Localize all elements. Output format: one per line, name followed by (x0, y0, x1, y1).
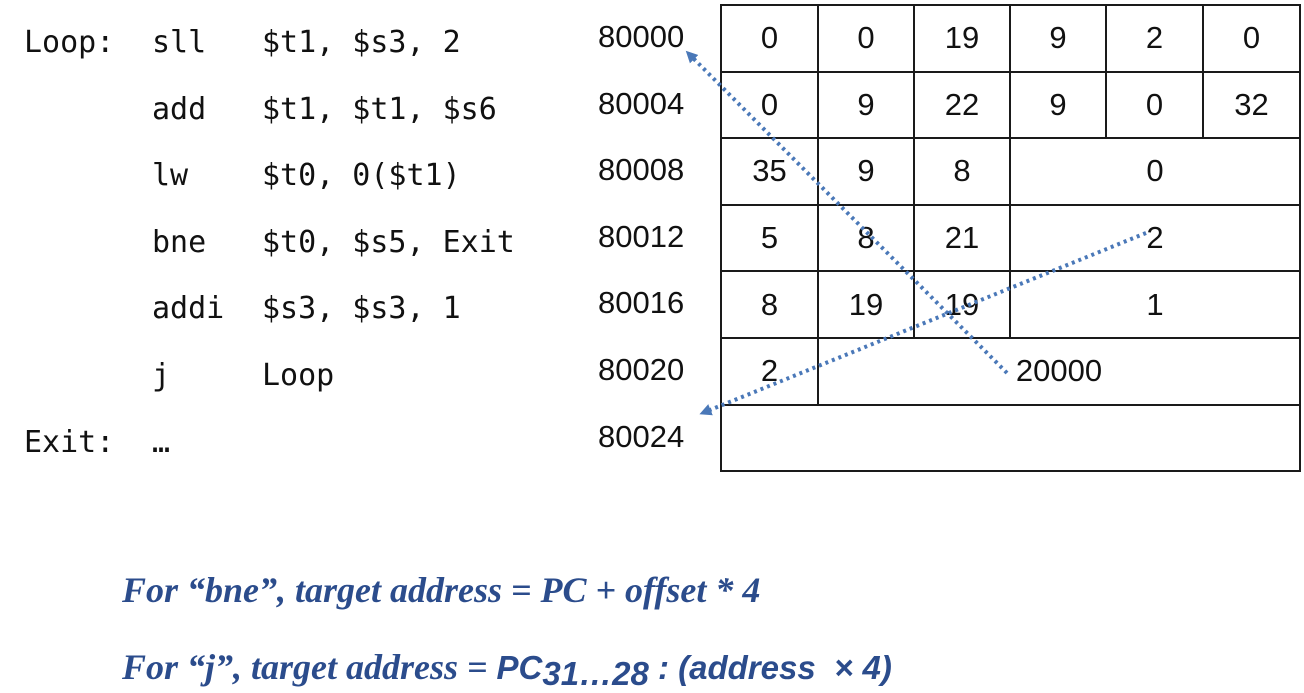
machine-code-field: 22 (913, 70, 1011, 140)
instruction-address: 80004 (598, 85, 685, 121)
machine-code-field: 19 (913, 4, 1011, 73)
machine-code-field: 8 (913, 137, 1011, 206)
machine-code-field: 9 (817, 70, 915, 140)
machine-code-field: 2 (720, 337, 819, 406)
machine-code-field: 19 (817, 270, 915, 339)
instruction-address: 80024 (598, 418, 685, 454)
j-formula-prefix: For “j”, target address = (122, 647, 497, 687)
code-opcode: lw (152, 158, 189, 194)
code-opcode: … (152, 424, 171, 460)
machine-code-field: 21 (913, 203, 1011, 273)
machine-code-field: 20000 (817, 337, 1301, 406)
machine-code-field: 5 (720, 203, 819, 273)
code-opcode: sll (152, 25, 207, 60)
machine-code-field (720, 403, 1301, 473)
code-opcode: add (152, 91, 207, 127)
j-formula-suffix: : (address × 4) (648, 649, 892, 686)
j-formula: For “j”, target address = PC31…28 : (add… (104, 604, 892, 693)
machine-code-field: 0 (817, 4, 915, 73)
instruction-address: 80016 (598, 285, 685, 321)
machine-code-field: 1 (1009, 270, 1301, 339)
code-operands: $t0, $s5, Exit (262, 224, 515, 260)
code-opcode: bne (152, 224, 207, 260)
machine-code-field: 0 (1105, 70, 1204, 140)
code-operands: $t0, 0($t1) (262, 158, 461, 194)
instruction-address: 80012 (598, 218, 685, 254)
machine-code-field: 2 (1009, 203, 1301, 273)
code-label: Exit: (24, 424, 115, 460)
machine-code-field: 0 (1202, 4, 1301, 73)
code-operands: $t1, $s3, 2 (262, 25, 461, 60)
code-operands: $s3, $s3, 1 (262, 291, 461, 327)
machine-code-field: 0 (1009, 137, 1301, 206)
instruction-address: 80020 (598, 352, 685, 387)
code-opcode: addi (152, 291, 225, 327)
code-operands: Loop (262, 358, 335, 393)
machine-code-field: 0 (720, 70, 819, 140)
bne-formula: For “bne”, target address = PC + offset … (104, 527, 760, 611)
code-opcode: j (152, 358, 171, 393)
machine-code-field: 35 (720, 137, 819, 206)
j-formula-pc: PC (496, 649, 543, 686)
machine-code-field: 2 (1105, 4, 1204, 73)
machine-code-field: 8 (817, 203, 915, 273)
machine-code-field: 32 (1202, 70, 1301, 140)
bne-formula-text: For “bne”, target address = PC + offset … (122, 570, 761, 610)
instruction-address: 80008 (598, 152, 685, 188)
j-formula-pc-bits: 31…28 (542, 655, 649, 692)
instruction-address: 80000 (598, 19, 685, 54)
machine-code-field: 0 (720, 4, 819, 73)
machine-code-field: 8 (720, 270, 819, 339)
code-label: Loop: (24, 25, 115, 60)
machine-code-field: 9 (1009, 4, 1107, 73)
machine-code-field: 9 (1009, 70, 1107, 140)
code-operands: $t1, $t1, $s6 (262, 91, 497, 127)
machine-code-field: 19 (913, 270, 1011, 339)
machine-code-field: 9 (817, 137, 915, 206)
